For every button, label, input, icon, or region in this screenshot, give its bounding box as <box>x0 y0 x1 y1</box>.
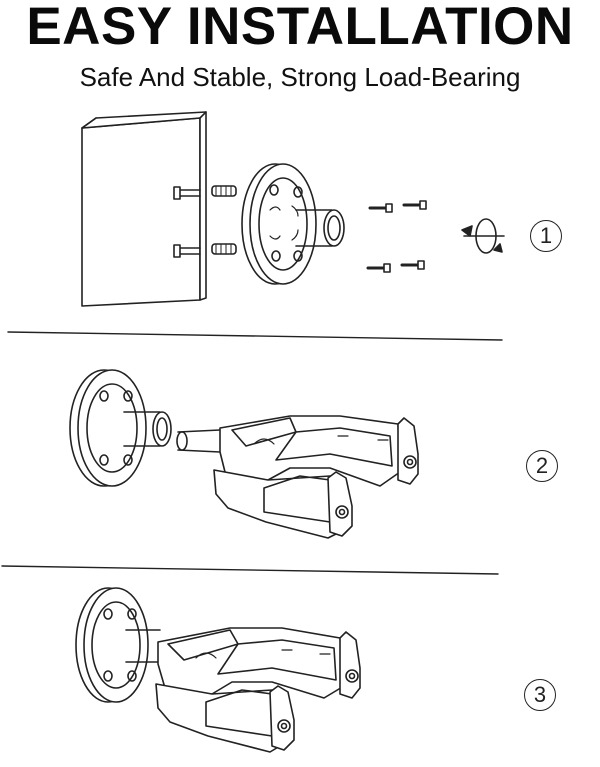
rotate-arrow-icon <box>461 218 505 254</box>
step-3-illustration <box>75 587 361 753</box>
guitar-hanger-assembled <box>155 627 361 753</box>
page-title: EASY INSTALLATION <box>26 0 574 56</box>
step-number-2: 2 <box>526 450 558 482</box>
wall-mount-plate <box>69 369 172 487</box>
step-number-1: 1 <box>530 220 562 252</box>
step-number-3: 3 <box>524 679 556 711</box>
section-divider <box>7 331 503 341</box>
wall-mount-plate <box>241 163 345 285</box>
section-divider <box>1 565 499 575</box>
wall-mount-plate <box>75 587 161 703</box>
wall-panel <box>81 111 207 307</box>
step-1-illustration <box>81 111 505 307</box>
screw-set <box>366 200 427 273</box>
wall-anchor <box>173 185 237 258</box>
page-subtitle: Safe And Stable, Strong Load-Bearing <box>79 62 521 92</box>
step-2-illustration <box>69 369 419 539</box>
guitar-hanger-yoke <box>176 415 419 539</box>
